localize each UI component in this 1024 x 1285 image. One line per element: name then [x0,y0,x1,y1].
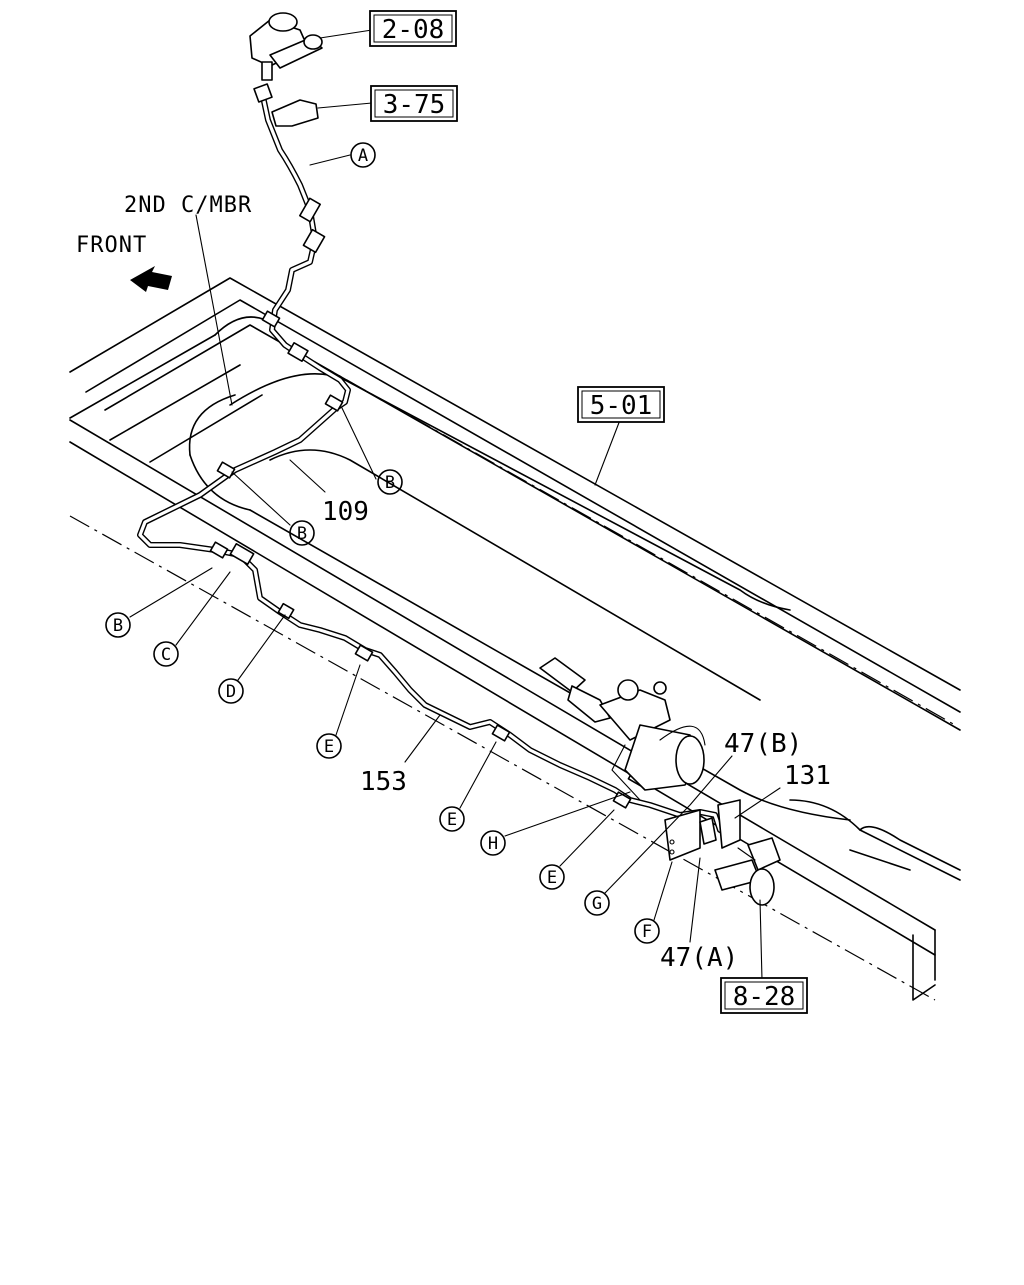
callout-b-upper: B [377,469,403,495]
ref-box-label: 8-28 [733,982,796,1012]
chassis-frame [69,277,961,1001]
pipe-clips [209,83,647,809]
ref-box-label: 2-08 [382,15,445,45]
part-number-109: 109 [322,497,369,527]
callout-letter: H [488,834,498,854]
callout-letter: B [113,616,123,636]
clutch-servo-assembly [539,657,781,906]
part-number-131: 131 [784,761,831,791]
part-number-153: 153 [360,767,407,797]
ref-box-label: 5-01 [590,391,653,421]
callout-letter: E [447,810,457,830]
callout-g: G [584,890,610,916]
callout-letter: C [161,645,171,665]
front-label: FRONT [76,233,147,258]
ref-box-8-28: 8-28 [720,977,808,1014]
callout-e-1: E [316,733,342,759]
callout-a: A [350,142,376,168]
callout-h: H [480,830,506,856]
callout-letter: B [385,473,395,493]
leader-lines [129,154,781,981]
callout-e-2: E [439,806,465,832]
ref-box-label: 3-75 [383,90,446,120]
part-number-47a: 47(A) [660,943,738,973]
ref-box-5-01: 5-01 [577,386,665,423]
callout-b-middle: B [289,520,315,546]
master-cylinder [249,12,373,81]
callout-letter: A [358,146,368,166]
callout-letter: B [297,524,307,544]
front-arrow-icon [130,266,172,292]
crossmember-label: 2ND C/MBR [124,193,252,218]
callout-letter: F [642,922,652,942]
callout-letter: E [324,737,334,757]
callout-b-lower: B [105,612,131,638]
ref-box-3-75: 3-75 [370,85,458,122]
callout-c: C [153,641,179,667]
ref-box-2-08: 2-08 [369,10,457,47]
callout-e-3: E [539,864,565,890]
callout-d: D [218,678,244,704]
callout-letter: D [226,682,236,702]
clutch-bracket [271,99,373,127]
pipe-lower-run [237,552,733,838]
callout-f: F [634,918,660,944]
callout-letter: G [592,894,602,914]
part-number-47b: 47(B) [724,729,802,759]
pipe-upper-run [137,89,351,558]
callout-letter: E [547,868,557,888]
